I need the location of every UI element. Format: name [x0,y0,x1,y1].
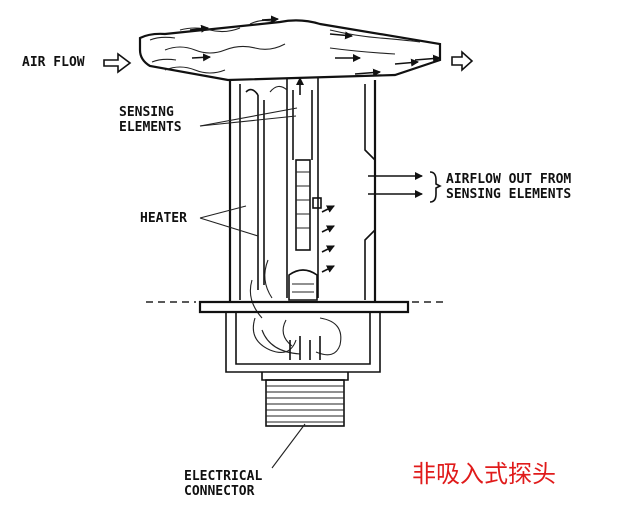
svg-text:ELEMENTS: ELEMENTS [119,120,182,135]
label-electrical-connector: ELECTRICAL CONNECTOR [184,423,306,499]
label-heater: HEATER [140,205,259,237]
label-air-flow: AIR FLOW [22,55,85,70]
svg-text:AIR FLOW: AIR FLOW [22,55,85,70]
airflow-duct [138,19,442,82]
svg-text:SENSING ELEMENTS: SENSING ELEMENTS [446,187,571,202]
svg-text:CONNECTOR: CONNECTOR [184,484,255,499]
caption-non-aspirated-probe: 非吸入式探头 [412,460,556,488]
svg-text:HEATER: HEATER [140,211,187,226]
duct-flow-arrows [189,15,441,77]
probe-body [228,78,377,319]
svg-text:AIRFLOW OUT FROM: AIRFLOW OUT FROM [446,172,571,187]
svg-text:SENSING: SENSING [119,105,174,120]
label-airflow-out: AIRFLOW OUT FROM SENSING ELEMENTS [368,171,571,203]
electrical-connector [261,372,349,427]
outlet-arrow-icon [451,50,474,72]
svg-text:ELECTRICAL: ELECTRICAL [184,469,262,484]
label-sensing-elements: SENSING ELEMENTS [119,105,298,135]
internal-flow-arrows [296,77,335,273]
mounting-flange [146,300,448,373]
inlet-arrow-icon [103,52,132,74]
